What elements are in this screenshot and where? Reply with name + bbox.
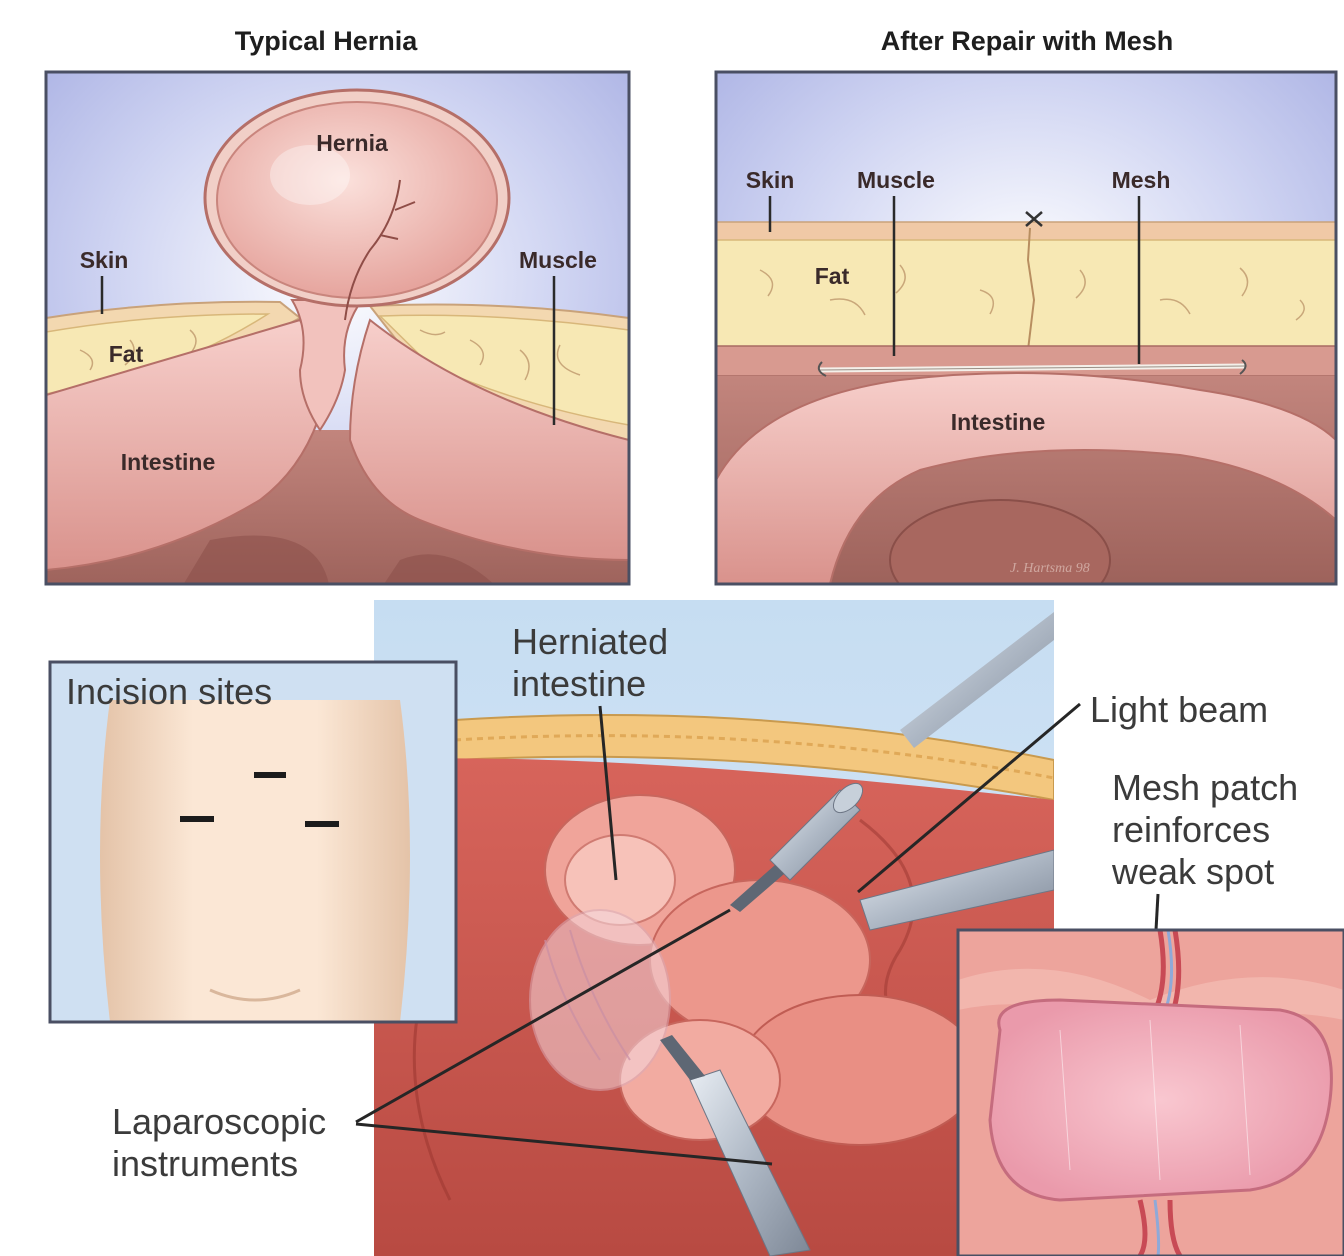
label-mesh-patch-3: weak spot bbox=[1111, 851, 1274, 892]
label-mesh-patch-1: Mesh patch bbox=[1112, 767, 1298, 808]
label-muscle-right: Muscle bbox=[857, 167, 935, 193]
label-mesh: Mesh bbox=[1112, 167, 1171, 193]
label-skin-right: Skin bbox=[746, 167, 795, 193]
after-repair-title: After Repair with Mesh bbox=[881, 26, 1174, 56]
label-laparoscopic-1: Laparoscopic bbox=[112, 1101, 326, 1142]
after-repair-panel: After Repair with Mesh J. Hartsma 98 bbox=[716, 26, 1336, 620]
pointer-mesh-patch bbox=[1156, 894, 1158, 930]
label-muscle-left: Muscle bbox=[519, 247, 597, 273]
label-mesh-patch-2: reinforces bbox=[1112, 809, 1270, 850]
label-skin-left: Skin bbox=[80, 247, 129, 273]
label-hernia: Hernia bbox=[316, 130, 388, 156]
label-laparoscopic-2: instruments bbox=[112, 1143, 298, 1184]
typical-hernia-panel: Typical Hernia bbox=[46, 26, 629, 590]
label-fat-left: Fat bbox=[109, 341, 144, 367]
label-herniated-intestine-1: Herniated bbox=[512, 621, 668, 662]
incision-mark-right bbox=[305, 821, 339, 827]
typical-hernia-title: Typical Hernia bbox=[235, 26, 419, 56]
artist-signature: J. Hartsma 98 bbox=[1010, 561, 1090, 576]
incision-mark-top bbox=[254, 772, 286, 778]
mesh-patch-inset bbox=[958, 930, 1344, 1256]
label-herniated-intestine-2: intestine bbox=[512, 663, 646, 704]
label-light-beam: Light beam bbox=[1090, 689, 1268, 730]
label-intestine-left: Intestine bbox=[121, 449, 216, 475]
label-intestine-right: Intestine bbox=[951, 409, 1046, 435]
incision-sites-title: Incision sites bbox=[66, 671, 272, 712]
label-fat-right: Fat bbox=[815, 263, 850, 289]
incision-mark-left bbox=[180, 816, 214, 822]
incision-sites-inset: Incision sites bbox=[50, 662, 456, 1022]
